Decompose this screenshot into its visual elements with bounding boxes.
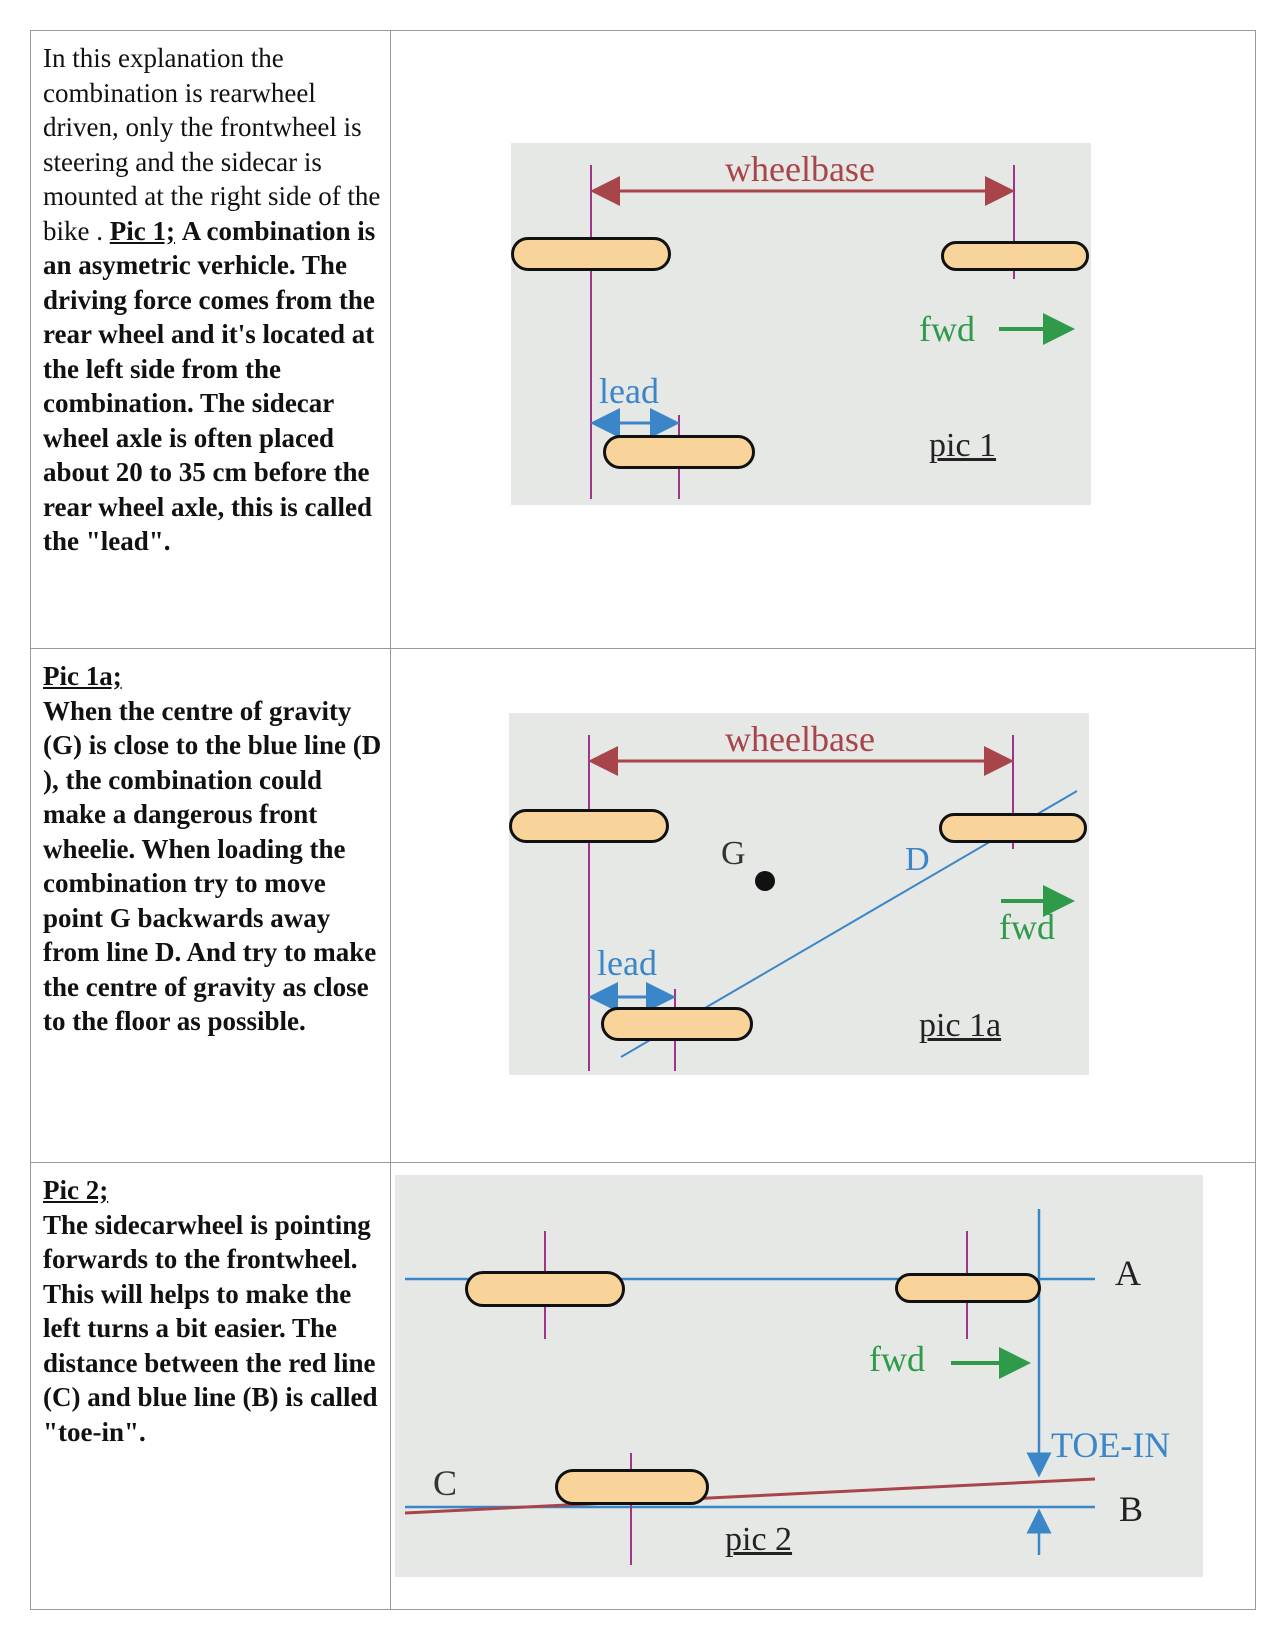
fwd-label: fwd	[919, 309, 975, 349]
line-a-label: A	[1115, 1253, 1141, 1293]
front-wheel	[941, 241, 1089, 271]
wheelbase-label: wheelbase	[725, 149, 875, 189]
front-wheel	[895, 1273, 1041, 1303]
pic2-reference: Pic 2;	[43, 1175, 109, 1205]
pic1a-lines	[588, 735, 1078, 1071]
pic1a-caption: pic 1a	[919, 1007, 1002, 1044]
rear-wheel	[465, 1271, 625, 1307]
pic1-explanation-text: A combination is an asymetric verhicle. …	[43, 215, 376, 557]
pic1-diagram: wheelbase fwd lead pic 1	[511, 143, 1091, 505]
line-c	[404, 1477, 1096, 1515]
explanation-table: In this explanation the combination is r…	[30, 30, 1256, 1610]
rear-wheel	[511, 237, 671, 271]
pic2-text-cell: Pic 2; The sidecarwheel is pointing forw…	[31, 1163, 391, 1609]
rear-wheel	[509, 809, 669, 843]
line-c-label: C	[433, 1463, 458, 1503]
pic2-lines	[404, 1209, 1096, 1565]
toe-in-label: TOE-IN	[1051, 1425, 1171, 1465]
pic1-text-cell: In this explanation the combination is r…	[31, 31, 391, 649]
pic1a-diagram-cell: wheelbase G D fwd lead pic 1a	[391, 649, 1255, 1163]
centre-of-gravity-point	[755, 871, 775, 891]
pic2-explanation-text: The sidecarwheel is pointing forwards to…	[43, 1209, 378, 1447]
pic1a-text-cell: Pic 1a; When the centre of gravity (G) i…	[31, 649, 391, 1163]
pic1a-reference: Pic 1a;	[43, 661, 122, 691]
pic2-diagram: A fwd TOE-IN C B pic 2	[395, 1175, 1203, 1577]
wheelbase-label: wheelbase	[725, 719, 875, 759]
fwd-label: fwd	[869, 1339, 925, 1379]
pic1-lines	[590, 165, 1075, 499]
pic1a-diagram: wheelbase G D fwd lead pic 1a	[509, 713, 1089, 1075]
lead-label: lead	[597, 943, 657, 983]
sidecar-wheel	[555, 1469, 709, 1505]
pic1-reference: Pic 1;	[109, 215, 175, 246]
sidecar-wheel	[601, 1007, 753, 1041]
pic2-caption: pic 2	[725, 1521, 793, 1558]
pic1-intro-text: In this explanation the combination is r…	[43, 43, 381, 246]
sidecar-wheel	[603, 435, 755, 469]
line-d-label: D	[905, 841, 930, 878]
front-wheel	[939, 813, 1087, 843]
pic2-diagram-cell: A fwd TOE-IN C B pic 2	[391, 1163, 1255, 1609]
pic1-caption: pic 1	[929, 427, 997, 464]
pic1a-explanation-text: When the centre of gravity (G) is close …	[43, 695, 382, 1037]
line-b-label: B	[1119, 1489, 1144, 1529]
lead-label: lead	[599, 371, 659, 411]
point-g-label: G	[721, 835, 746, 872]
pic1-diagram-cell: wheelbase fwd lead pic 1	[391, 31, 1255, 649]
fwd-label: fwd	[999, 907, 1055, 947]
